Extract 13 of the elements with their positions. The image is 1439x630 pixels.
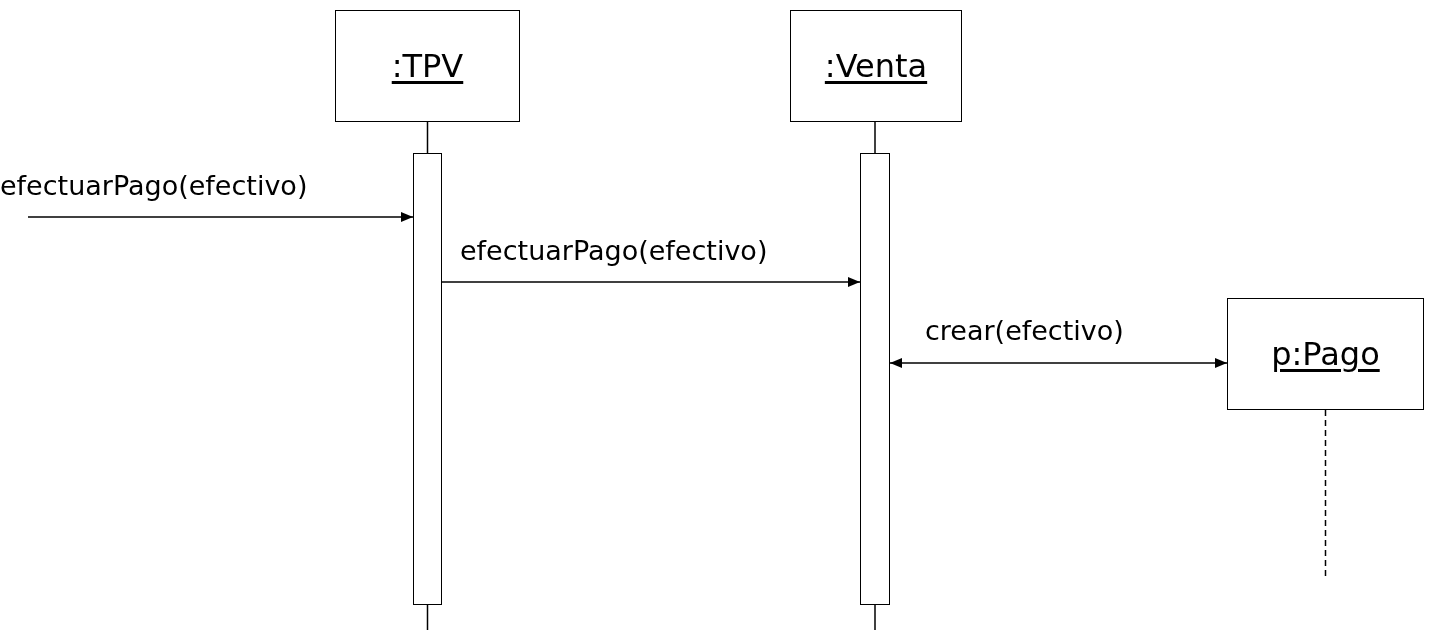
lifeline [426,121,429,154]
object-box [1227,298,1424,410]
object-name: :TPV [391,47,464,85]
lifeline [874,121,876,154]
message-arrow [889,358,1228,368]
activation-bar [860,153,890,605]
object-box [335,10,520,122]
object-box [790,10,962,122]
message-arrow [27,212,414,222]
message-arrow [441,277,861,287]
object-name: p:Pago [1271,335,1380,373]
object-name: :Venta [824,47,928,85]
activation-bar [413,153,442,605]
